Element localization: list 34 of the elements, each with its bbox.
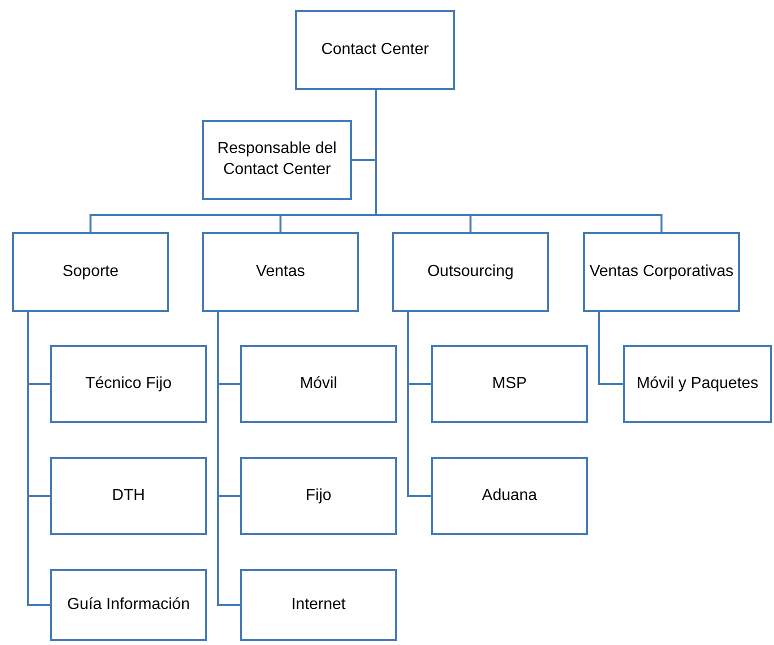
org-box <box>12 232 169 312</box>
org-box <box>240 569 397 641</box>
org-box <box>431 457 588 535</box>
box-label: Fijo <box>306 486 332 506</box>
org-box <box>240 345 397 423</box>
connector-line <box>598 312 623 385</box>
org-box <box>202 232 359 312</box>
box-label: Móvil y Paquetes <box>636 374 758 394</box>
org-box <box>295 10 455 90</box>
box-label: Ventas <box>256 262 305 282</box>
org-box <box>392 232 549 312</box>
org-box <box>431 345 588 423</box>
connector-line <box>217 312 240 606</box>
box-label: Guía Información <box>67 594 190 615</box>
box-label: MSP <box>492 374 527 394</box>
box-label: Internet <box>291 594 346 615</box>
box-label: Responsable del Contact Center <box>216 139 338 180</box>
box-label: Soporte <box>62 262 119 282</box>
org-box <box>50 345 207 423</box>
connector-line <box>407 312 431 497</box>
box-label: Contact Center <box>321 40 429 60</box>
box-label: Técnico Fijo <box>85 374 172 394</box>
org-box <box>50 457 207 535</box>
org-box <box>50 569 207 641</box>
box-label: Móvil <box>300 374 338 394</box>
box-label: Ventas Corporativas <box>589 262 734 282</box>
box-label: Aduana <box>482 486 538 506</box>
org-box <box>202 120 352 200</box>
connector-line <box>27 312 50 606</box>
box-label: DTH <box>112 486 145 506</box>
org-box <box>623 345 772 423</box>
org-box <box>583 232 740 312</box>
box-label: Outsourcing <box>427 262 514 282</box>
org-box <box>240 457 397 535</box>
